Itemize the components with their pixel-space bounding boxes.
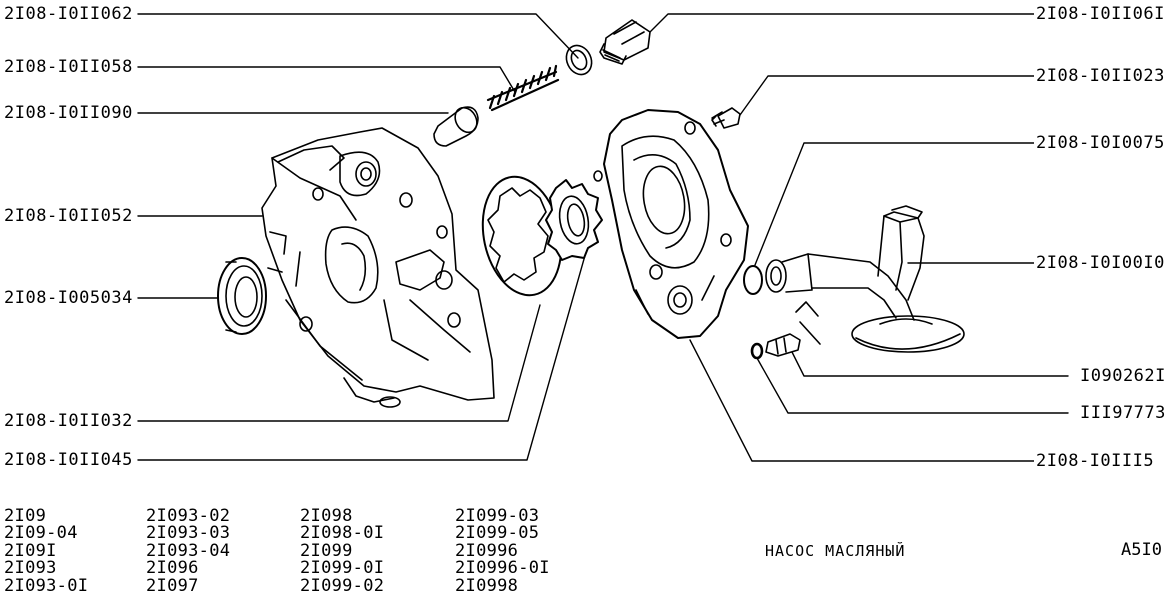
leader-p2	[137, 66, 516, 93]
model-code: 2I099-0I	[300, 558, 385, 579]
assembly-title: НАСОС МАСЛЯНЫЙ	[765, 542, 906, 560]
relief-plunger-part	[433, 106, 479, 147]
mounting-bolt-part	[765, 333, 801, 357]
callout-part-number: 2I08-I0II058	[2, 57, 135, 77]
callout-part-number: 2I08-I0I0075	[1034, 133, 1167, 153]
callout-part-number: 2I08-I0II090	[2, 103, 135, 123]
leader-r1	[641, 13, 1035, 41]
copper-washer-part	[565, 44, 593, 76]
leader-p1	[137, 13, 579, 59]
leader-r5	[789, 347, 1069, 377]
o-ring-part	[743, 265, 763, 295]
callout-part-number: 2I08-I0II052	[2, 206, 135, 226]
model-code: 2I093-02	[146, 506, 231, 526]
callout-part-number: I090262I	[1078, 366, 1168, 386]
plug-bolt-part	[599, 19, 651, 65]
leader-r7	[689, 339, 1035, 462]
callout-part-number: 2I08-I005034	[2, 288, 135, 308]
leader-r3	[754, 142, 1035, 266]
callout-part-number: 2I08-I0II062	[2, 4, 135, 24]
model-code: 2I0998	[455, 575, 519, 596]
model-code: 2I093	[4, 558, 57, 579]
model-code: 2I0996	[455, 540, 519, 561]
leader-lines	[137, 13, 1069, 462]
model-code: 2I096	[146, 558, 199, 579]
model-code: 2I098	[300, 506, 353, 526]
callout-part-number: 2I08-I0II032	[2, 411, 135, 431]
leader-p6	[137, 304, 541, 422]
model-code: 2I099-02	[300, 575, 385, 596]
sheet-code: А5I0	[1121, 540, 1162, 560]
leader-p7	[137, 251, 587, 461]
model-column: 2I098 2I098-0I 2I099 2I099-0I 2I099-02	[300, 506, 385, 596]
model-column: 2I093-02 2I093-03 2I093-04 2I096 2I097	[146, 506, 231, 596]
relief-spring-part	[486, 64, 560, 112]
model-code: 2I09	[4, 506, 47, 526]
callout-part-number: 2I08-I0II045	[2, 450, 135, 470]
callout-part-number: 2I08-I0I00I0	[1034, 253, 1167, 273]
model-column: 2I099-03 2I099-05 2I0996 2I0996-0I 2I099…	[455, 506, 550, 596]
model-code: 2I093-04	[146, 540, 231, 561]
callout-part-number: 2I08-I0II06I	[1034, 4, 1167, 24]
model-code: 2I099-03	[455, 506, 540, 526]
inner-rotor-part	[545, 179, 603, 261]
model-code: 2I099-05	[455, 523, 540, 544]
model-code: 2I093-03	[146, 523, 231, 544]
model-code: 2I098-0I	[300, 523, 385, 544]
model-code: 2I099	[300, 540, 353, 561]
screw-part	[711, 107, 741, 129]
callout-part-number: 2I08-I0II023	[1034, 66, 1167, 86]
model-code: 2I097	[146, 575, 199, 596]
pump-cover-part	[593, 109, 749, 339]
pump-housing-part	[261, 127, 495, 408]
model-column: 2I09 2I09-04 2I09I 2I093 2I093-0I	[4, 506, 89, 596]
model-code: 2I0996-0I	[455, 558, 550, 579]
oil-pickup-part	[765, 205, 965, 353]
leader-r2	[739, 75, 1035, 116]
model-code: 2I093-0I	[4, 575, 89, 596]
callout-part-number: 2I08-I0III5	[1034, 451, 1157, 471]
callout-part-number: III97773	[1078, 403, 1168, 423]
leader-r6	[756, 357, 1069, 414]
model-code: 2I09I	[4, 540, 57, 561]
model-code: 2I09-04	[4, 523, 78, 544]
outer-rotor-part	[481, 175, 563, 297]
spring-washer-part	[750, 342, 764, 360]
oil-seal-part	[217, 257, 267, 335]
